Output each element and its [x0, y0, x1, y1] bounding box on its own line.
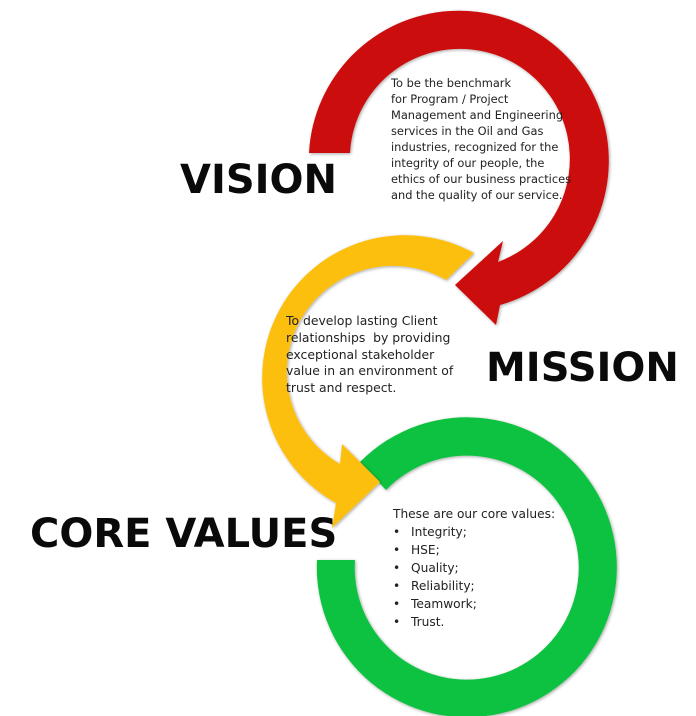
mission-line: trust and respect.: [286, 380, 397, 396]
core-value-item: • Reliability;: [393, 577, 593, 595]
core-value-label: Reliability;: [411, 579, 475, 593]
vision-line: services in the Oil and Gas: [391, 124, 544, 138]
core-values-intro: These are our core values:: [393, 507, 556, 521]
core-value-label: Integrity;: [411, 525, 467, 539]
vision-heading: VISION: [180, 157, 338, 203]
bullet-icon: •: [393, 615, 401, 629]
core-value-item: • Trust.: [393, 613, 593, 631]
core-value-item: • HSE;: [393, 541, 593, 559]
core-value-item: • Quality;: [393, 559, 593, 577]
vision-line: for Program / Project: [391, 92, 509, 106]
bullet-icon: •: [393, 561, 401, 575]
core-values-list: These are our core values: • Integrity; •…: [393, 505, 593, 631]
mission-statement: To develop lasting Client relationships …: [286, 313, 476, 397]
mission-line: value in an environment of: [286, 363, 454, 379]
vision-line: industries, recognized for the: [391, 140, 559, 154]
mission-line: exceptional stakeholder: [286, 346, 435, 362]
mission-heading: MISSION: [486, 345, 679, 391]
vision-line: To be the benchmark: [391, 76, 512, 90]
vision-arrow: [309, 10, 609, 325]
vision-line: and the quality of our service.: [391, 188, 563, 202]
vision-line: integrity of our people, the: [391, 156, 545, 170]
mission-line: relationships by providing: [286, 329, 451, 345]
vision-line: ethics of our business practices: [391, 172, 572, 186]
vision-statement: To be the benchmark for Program / Projec…: [391, 75, 601, 203]
bullet-icon: •: [393, 597, 401, 611]
core-value-label: Teamwork;: [411, 597, 477, 611]
vision-line: Management and Engineering: [391, 108, 564, 122]
bullet-icon: •: [393, 543, 401, 557]
core-values-items: • Integrity; • HSE; • Quality; • Reliability…: [393, 523, 593, 631]
core-values-heading: CORE VALUES: [30, 511, 338, 557]
core-value-label: Quality;: [411, 561, 459, 575]
core-value-item: • Integrity;: [393, 523, 593, 541]
core-value-label: HSE;: [411, 543, 440, 557]
mission-arrow: [262, 235, 474, 528]
bullet-icon: •: [393, 525, 401, 539]
core-value-item: • Teamwork;: [393, 595, 593, 613]
bullet-icon: •: [393, 579, 401, 593]
mission-line: To develop lasting Client: [286, 313, 438, 328]
core-value-label: Trust.: [411, 615, 445, 629]
